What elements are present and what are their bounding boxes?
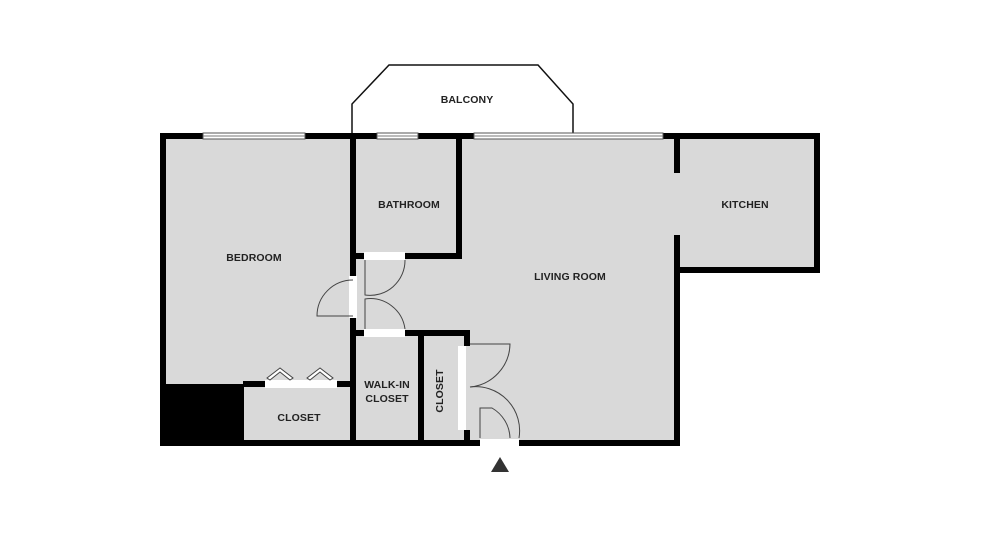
walkin-door-gap [364, 329, 405, 337]
wall-bathroom-bottom-a [350, 253, 364, 259]
wall-bathroom-bottom-b [405, 253, 462, 259]
wall-closet-top-b [337, 381, 356, 387]
wall-top-mid [305, 133, 377, 139]
door-swings [316, 259, 521, 439]
wall-bottom-left [160, 440, 480, 446]
wall-walkin-top-b [405, 330, 470, 336]
bedroom-door-swing [316, 279, 354, 317]
bifold-door-right [306, 367, 334, 381]
label-closet-bedroom: CLOSET [277, 412, 321, 424]
wall-bathroom-right [456, 133, 462, 259]
wall-top-left [160, 133, 203, 139]
room-labels: BALCONY BEDROOM BATHROOM LIVING ROOM KIT… [226, 94, 768, 424]
bedroom-door-gap [349, 276, 357, 318]
door-openings [265, 252, 519, 447]
windows [202, 132, 664, 140]
bifold-doors [266, 367, 334, 381]
structural-column [160, 384, 244, 446]
wall-kitchen-bottom [674, 267, 820, 273]
entrance-gap [480, 439, 519, 447]
bathroom-door-swing [364, 259, 406, 296]
label-bathroom: BATHROOM [378, 199, 440, 211]
label-bedroom: BEDROOM [226, 252, 282, 264]
bedroom-floor [164, 137, 354, 384]
walkin-door-swing [364, 298, 406, 330]
closet-door-swing-top [469, 343, 511, 388]
bathroom-door-gap [364, 252, 405, 260]
wall-kitchen-left-top [674, 133, 680, 173]
bifold-door-left [266, 367, 294, 381]
wall-top-mid2 [418, 133, 474, 139]
label-closet-entry: CLOSET [434, 369, 446, 413]
walk-in-closet-floor [356, 336, 421, 441]
wall-top-right [663, 133, 820, 139]
label-walk-in-line2: CLOSET [365, 393, 409, 405]
balcony-outline [351, 64, 574, 133]
wall-left [160, 133, 166, 446]
wall-kitchen-left-bottom [674, 235, 680, 446]
bedroom-closet-door-gap [265, 380, 337, 388]
label-kitchen: KITCHEN [721, 199, 768, 211]
label-balcony: BALCONY [441, 94, 494, 106]
walls [160, 133, 820, 446]
floor-areas [164, 137, 816, 441]
wall-walkin-top-a [350, 330, 364, 336]
entrance-triangle-icon [491, 457, 509, 472]
wall-closet-top-a [243, 381, 265, 387]
closet-bedroom-floor [243, 386, 353, 441]
wall-kitchen-right [814, 133, 820, 273]
closet-entry-door-gap [458, 346, 466, 430]
wall-bottom-right [519, 440, 680, 446]
label-walk-in-line1: WALK-IN [364, 379, 410, 391]
wall-closet-right-top [464, 330, 470, 346]
wall-walkin-divider [418, 330, 424, 446]
entrance-door-swing [479, 407, 511, 439]
wall-closet-right-bottom [464, 430, 470, 446]
closet-door-swing-bottom [469, 386, 521, 439]
label-living-room: LIVING ROOM [534, 271, 606, 283]
kitchen-floor [676, 137, 816, 270]
wall-bedroom-right-top [350, 133, 356, 278]
